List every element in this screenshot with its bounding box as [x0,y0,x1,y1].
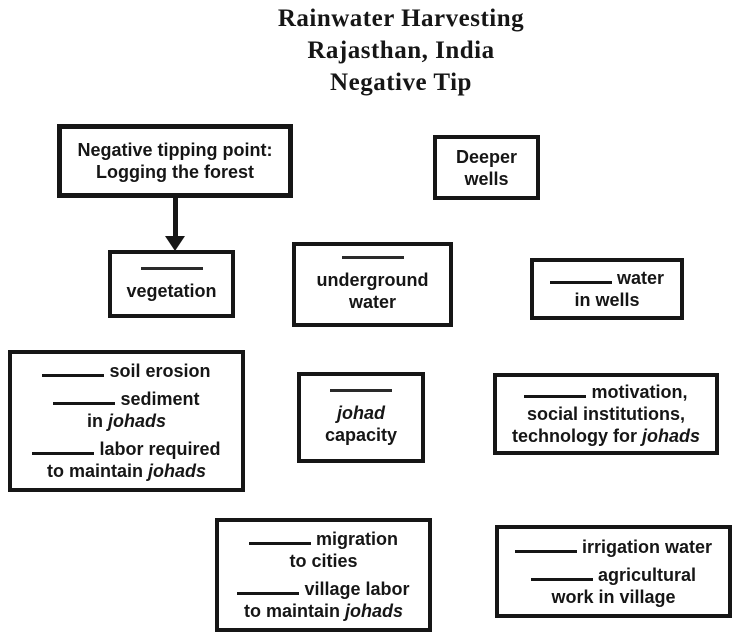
box-negative-tipping-point: Negative tipping point: Logging the fore… [57,124,293,198]
box-text-line: to maintain johads [32,460,220,482]
box-text-item: village labor to maintain johads [237,578,410,622]
blank-line [514,549,577,553]
box-text-line: johad [337,403,385,423]
box-text-line: water [348,292,397,312]
box-text-item: migration to cities [248,528,399,572]
box-text-line: agricultural [530,564,697,586]
box-text: to maintain [243,601,340,621]
blank-line [248,542,311,545]
box-johad-capacity: johad capacity [297,372,425,463]
box-text-line: labor required [32,438,221,460]
box-text-line: sediment [53,388,200,410]
box-text-line: Deeper [455,146,518,167]
blank-line [524,395,587,398]
blank-line [341,256,404,259]
box-text-italic: johads [642,426,701,446]
box-text-line: irrigation water [514,536,713,558]
box-text-line: Logging the forest [96,162,254,182]
blank-line [530,577,593,581]
box-text: migration [316,529,399,549]
title-line-2: Rajasthan, India [307,37,495,64]
box-text-line: work in village [551,586,676,607]
diagram-title: Rainwater Harvesting Rajasthan, India Ne… [58,3,744,99]
arrow-down-shaft [173,197,178,238]
box-water-in-wells: water in wells [530,258,684,320]
box-text-line: water [549,267,665,289]
box-text: in [86,411,103,431]
box-text-italic: johads [345,601,404,621]
box-text-line: migration [248,528,399,550]
box-text-item: labor required to maintain johads [32,438,221,482]
box-text: sediment [120,389,200,409]
arrow-down-head-icon [165,236,185,251]
box-vegetation: vegetation [108,250,235,318]
box-irrigation-agriculture: irrigation water agricultural work in vi… [495,525,732,618]
blank-line [330,389,392,392]
box-soil-erosion-factors: soil erosion sediment in johads labor re… [8,350,245,492]
box-text: to maintain [46,461,143,481]
box-text: irrigation water [581,536,713,557]
box-text: agricultural [597,564,697,585]
box-text: labor required [99,439,221,459]
box-text-line: wells [464,168,509,189]
box-text-line: Negative tipping point: [77,140,273,160]
box-text-line: to maintain johads [237,600,409,622]
box-text-item: agricultural work in village [530,564,697,608]
box-text: village labor [304,579,410,599]
box-text: technology for [511,426,637,446]
box-text: water [616,268,665,288]
blank-line [549,281,612,284]
box-text-line: vegetation [126,280,217,301]
blank-line [237,592,300,595]
box-text-line: soil erosion [42,360,211,382]
title-line-3: Negative Tip [330,69,472,96]
blank-line [140,266,203,270]
box-deeper-wells: Deeper wells [433,135,540,200]
box-text-italic: johads [148,461,207,481]
box-underground-water: underground water [292,242,453,327]
box-text-line: motivation, [524,381,688,403]
box-text-line: social institutions, [526,404,686,424]
box-text-item: sediment in johads [53,388,200,432]
box-text-line: village labor [237,578,410,600]
box-text-line: underground [316,270,429,290]
box-motivation-institutions: motivation, social institutions, technol… [493,373,719,455]
box-migration-village-labor: migration to cities village labor to mai… [215,518,432,632]
box-text-italic: johads [107,411,166,431]
box-text-line: technology for johads [512,425,700,447]
box-text-line: in johads [53,410,199,432]
box-text-line: capacity [324,425,398,445]
box-text: motivation, [591,382,688,402]
box-text-line: to cities [289,551,358,571]
box-text-line: in wells [574,290,640,310]
blank-line [53,402,116,405]
blank-line [42,374,105,377]
title-line-1: Rainwater Harvesting [277,5,525,32]
box-text: soil erosion [109,361,211,381]
blank-line [32,452,95,455]
